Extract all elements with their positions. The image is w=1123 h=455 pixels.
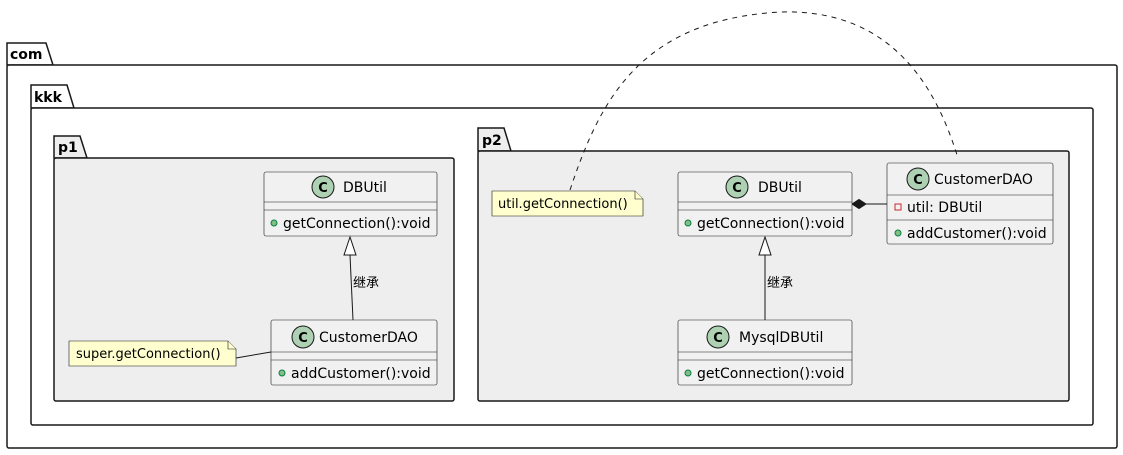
p2-dbutil-stereotype: C <box>732 181 742 196</box>
p1-customerdao-stereotype: C <box>298 331 308 346</box>
p2-mysqldbutil-name: MysqlDBUtil <box>739 330 823 346</box>
p1-customerdao-name: CustomerDAO <box>319 330 418 346</box>
p1-note-fold <box>227 341 236 350</box>
p2-composition-diamond <box>851 198 867 210</box>
p2-class-mysqldbutil[interactable]: C MysqlDBUtil getConnection():void <box>677 319 853 386</box>
p2-mysqldbutil-method: getConnection():void <box>697 366 844 382</box>
package-com-name: com <box>10 47 43 63</box>
p2-dbutil-box <box>677 171 853 237</box>
p1-inheritance-line <box>349 254 354 321</box>
p2-customerdao-stereotype: C <box>913 173 923 188</box>
p1-note: super.getConnection() <box>68 340 272 367</box>
p1-note-connector <box>235 351 272 359</box>
p2-dbutil-public-icon <box>684 219 692 227</box>
p2-customerdao-name: CustomerDAO <box>934 172 1033 188</box>
p2-mysqldbutil-stereotype: C <box>713 331 723 346</box>
p1-dbutil-stereotype: C <box>318 181 328 196</box>
p2-mysqldbutil-public-icon <box>684 369 692 377</box>
p2-dbutil-name: DBUtil <box>758 180 802 196</box>
p1-customerdao-method: addCustomer():void <box>291 366 431 382</box>
p1-dbutil-class-icon <box>311 175 335 199</box>
p2-customerdao-class-icon <box>906 167 930 191</box>
p1-dbutil-method: getConnection():void <box>283 216 430 232</box>
p2-note-fold <box>634 191 643 200</box>
p2-note-text: util.getConnection() <box>498 197 628 212</box>
package-p2-name: p2 <box>482 133 502 149</box>
p2-dbutil-class-icon <box>725 175 749 199</box>
p2-class-dbutil[interactable]: C DBUtil getConnection():void <box>677 171 853 237</box>
p1-note-box <box>68 340 237 367</box>
p2-note-connector <box>569 11 959 191</box>
p2-customerdao-method: addCustomer():void <box>907 226 1047 242</box>
p2-note: util.getConnection() <box>491 190 644 217</box>
p1-dbutil-box <box>263 171 438 237</box>
package-p1-name: p1 <box>58 140 78 156</box>
package-kkk-name: kkk <box>34 90 63 106</box>
p1-class-dbutil[interactable]: C DBUtil getConnection():void <box>263 171 438 237</box>
p1-customerdao-class-icon <box>291 325 315 349</box>
p1-dbutil-public-icon <box>270 219 278 227</box>
p2-inheritance-edge: 继承 <box>758 235 793 320</box>
p1-class-customerdao[interactable]: C CustomerDAO addCustomer():void <box>270 319 438 386</box>
p1-inheritance-label: 继承 <box>353 276 379 291</box>
p1-dbutil-name: DBUtil <box>343 180 387 196</box>
p2-inheritance-label: 继承 <box>767 276 793 291</box>
p1-customerdao-public-icon <box>278 369 286 377</box>
p1-inheritance-edge: 继承 <box>343 235 379 321</box>
p2-note-box <box>491 190 644 217</box>
p2-mysqldbutil-class-icon <box>706 325 730 349</box>
p2-customerdao-private-icon <box>894 203 902 211</box>
p2-composition-edge <box>851 198 887 210</box>
p1-inheritance-arrowhead <box>343 235 357 256</box>
p2-dbutil-method: getConnection():void <box>697 216 844 232</box>
p2-class-customerdao[interactable]: C CustomerDAO util: DBUtil addCustomer()… <box>886 162 1054 245</box>
p2-customerdao-public-icon <box>894 229 902 237</box>
p2-customerdao-field: util: DBUtil <box>907 200 982 216</box>
p2-inheritance-arrowhead <box>758 235 772 256</box>
p1-note-text: super.getConnection() <box>76 347 221 362</box>
